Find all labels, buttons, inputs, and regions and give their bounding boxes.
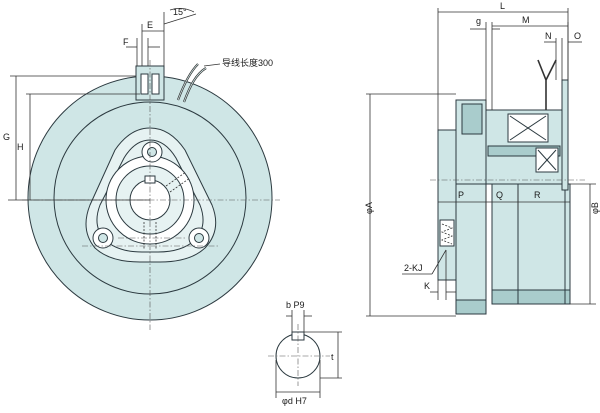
- label-phiB: φB: [590, 202, 600, 214]
- terminal-slot-left: [140, 73, 149, 95]
- label-M: M: [522, 15, 530, 25]
- label-KJ: 2-KJ: [404, 263, 423, 273]
- label-g: g: [476, 16, 481, 26]
- mount-hole-top: [141, 141, 163, 163]
- mount-hole-left: [92, 227, 114, 249]
- label-phiA: φA: [364, 202, 374, 214]
- side-view: L g M N O φA φB P Q R: [364, 1, 600, 317]
- terminal-slot-right: [151, 73, 160, 95]
- mount-hole-right: [188, 227, 210, 249]
- label-L: L: [500, 1, 505, 11]
- label-dH7: φd H7: [282, 396, 307, 406]
- label-t: t: [331, 352, 334, 362]
- keyway-detail: b P9 t φd H7: [268, 300, 342, 406]
- front-view: F E 15° 导线长度300 G H: [3, 7, 280, 330]
- label-P: P: [458, 190, 464, 200]
- bearing: [535, 147, 559, 173]
- hub-flange: [437, 129, 457, 281]
- label-lead-wire: 导线长度300: [222, 57, 273, 68]
- label-G: G: [3, 132, 10, 142]
- label-bP9: b P9: [286, 300, 305, 310]
- label-K: K: [424, 281, 430, 291]
- label-H: H: [17, 142, 24, 152]
- label-N: N: [545, 31, 552, 41]
- label-O: O: [574, 31, 581, 41]
- label-E: E: [147, 20, 153, 30]
- label-angle: 15°: [173, 7, 187, 17]
- rotor-lower: [491, 183, 571, 305]
- label-R: R: [534, 190, 541, 200]
- label-F: F: [123, 37, 129, 47]
- armature-block: [455, 183, 487, 315]
- label-Q: Q: [496, 190, 503, 200]
- mount-plate: [561, 79, 569, 191]
